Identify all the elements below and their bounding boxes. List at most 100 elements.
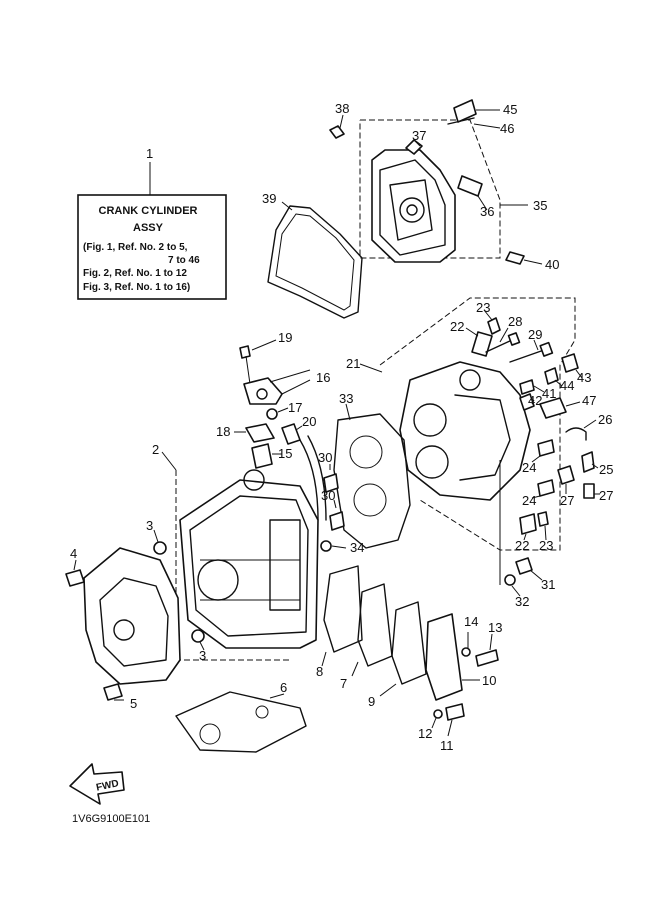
gasket-8	[323, 565, 363, 653]
fwd-label: FWD	[95, 778, 120, 793]
callout-16: 16	[316, 370, 330, 385]
callout-17: 17	[288, 400, 302, 415]
cover-10	[425, 613, 463, 701]
callout-24-upper: 24	[522, 460, 536, 475]
callout-18: 18	[216, 424, 230, 439]
pin-23-top	[487, 317, 501, 335]
callout-8: 8	[316, 664, 323, 679]
valve-42	[519, 393, 535, 411]
callout-30-lower: 30	[321, 488, 335, 503]
callout-4: 4	[70, 546, 77, 561]
title-box-heading-line1: CRANK CYLINDER	[99, 205, 198, 217]
dowel-3-lower	[191, 629, 205, 643]
washer-32	[504, 574, 516, 586]
callout-3-lower: 3	[199, 648, 206, 663]
callout-2: 2	[152, 442, 159, 457]
dowel-3-upper	[153, 541, 167, 555]
fitting-25	[581, 451, 595, 473]
callout-22-lower: 22	[515, 538, 529, 553]
callout-47: 47	[582, 393, 596, 408]
fitting-30-upper	[323, 473, 339, 493]
fitting-30-lower	[329, 511, 345, 531]
pin-23-lower	[537, 511, 549, 527]
bolt-28	[485, 339, 513, 353]
bolt-40	[505, 251, 525, 265]
callout-12: 12	[418, 726, 432, 741]
washer-12	[433, 709, 443, 719]
callout-20: 20	[302, 414, 316, 429]
sensor-47	[539, 397, 567, 419]
callout-39: 39	[262, 191, 276, 206]
gasket-9	[391, 601, 427, 685]
head-hardware: 23 22 28 29 43 44 41 42 47 26	[450, 300, 613, 609]
callout-36: 36	[480, 204, 494, 219]
callout-22-top: 22	[450, 319, 464, 334]
callout-6: 6	[280, 680, 287, 695]
callout-15: 15	[278, 446, 292, 461]
gasket-18	[245, 423, 275, 443]
callout-44: 44	[560, 378, 574, 393]
cylinder-block	[179, 479, 319, 649]
head-cover	[371, 149, 456, 263]
bolt-11	[445, 703, 465, 721]
callout-21: 21	[346, 356, 360, 371]
callout-13: 13	[488, 620, 502, 635]
callout-31: 31	[541, 577, 555, 592]
callout-46: 46	[500, 121, 514, 136]
bolt-38	[329, 125, 345, 139]
cover-16	[243, 377, 283, 405]
spring-41	[519, 379, 535, 395]
callout-26: 26	[598, 412, 612, 427]
callout-25: 25	[599, 462, 613, 477]
callout-10: 10	[482, 673, 496, 688]
head-gasket-33: 33	[333, 391, 411, 549]
callout-34: 34	[350, 540, 364, 555]
callout-43: 43	[577, 370, 591, 385]
callout-3-upper: 3	[146, 518, 153, 533]
bolt-19	[239, 345, 251, 359]
bolt-4	[65, 569, 85, 587]
joint-24-lower	[537, 479, 555, 497]
bolt-31	[515, 557, 533, 575]
callout-45: 45	[503, 102, 517, 117]
diagram-code: 1V6G9100E101	[72, 813, 150, 825]
callout-27-left: 27	[560, 493, 574, 508]
exhaust-plates: 8 7 9 10 14 13 12 11	[316, 565, 502, 753]
title-box-fig-line4: Fig. 3, Ref. No. 1 to 16)	[83, 282, 190, 293]
plug-43	[561, 353, 579, 373]
joint-24-upper	[537, 439, 555, 457]
washer-44	[544, 367, 559, 385]
title-box-fig-line3: Fig. 2, Ref. No. 1 to 12	[83, 268, 187, 279]
grommet-45	[453, 99, 477, 123]
bolt-5	[103, 683, 123, 701]
callout-33: 33	[339, 391, 353, 406]
pin-36	[457, 175, 483, 197]
callout-1: 1	[146, 146, 153, 161]
cylinder-block-assembly: 2	[152, 442, 319, 661]
callout-7: 7	[340, 676, 347, 691]
callout-29: 29	[528, 327, 542, 342]
title-box-heading-line2: ASSY	[133, 222, 164, 234]
washer-14	[461, 647, 471, 657]
title-box: 1 CRANK CYLINDER ASSY (Fig. 1, Ref. No. …	[77, 146, 227, 300]
dowel-22-top	[471, 331, 493, 357]
callout-27-right: 27	[599, 488, 613, 503]
head-cover-assembly: 45 46 38 37 36 35 40	[329, 99, 559, 272]
thermostat-parts: 19 16 17 18 20 15	[216, 330, 330, 521]
callout-24-lower: 24	[522, 493, 536, 508]
dowel-22-lower	[519, 513, 537, 535]
callout-37: 37	[412, 128, 426, 143]
elbow-26	[565, 427, 587, 441]
plug-34	[320, 540, 332, 552]
cap-27-right	[583, 483, 595, 499]
callout-28: 28	[508, 314, 522, 329]
callout-40: 40	[545, 257, 559, 272]
crankcase-half: 4 5	[65, 546, 181, 711]
callout-42: 42	[528, 393, 542, 408]
gasket-39: 39	[262, 191, 363, 319]
seal-17	[266, 408, 278, 420]
bolt-13	[475, 649, 499, 667]
thermostat-15	[251, 443, 273, 469]
callout-38: 38	[335, 101, 349, 116]
